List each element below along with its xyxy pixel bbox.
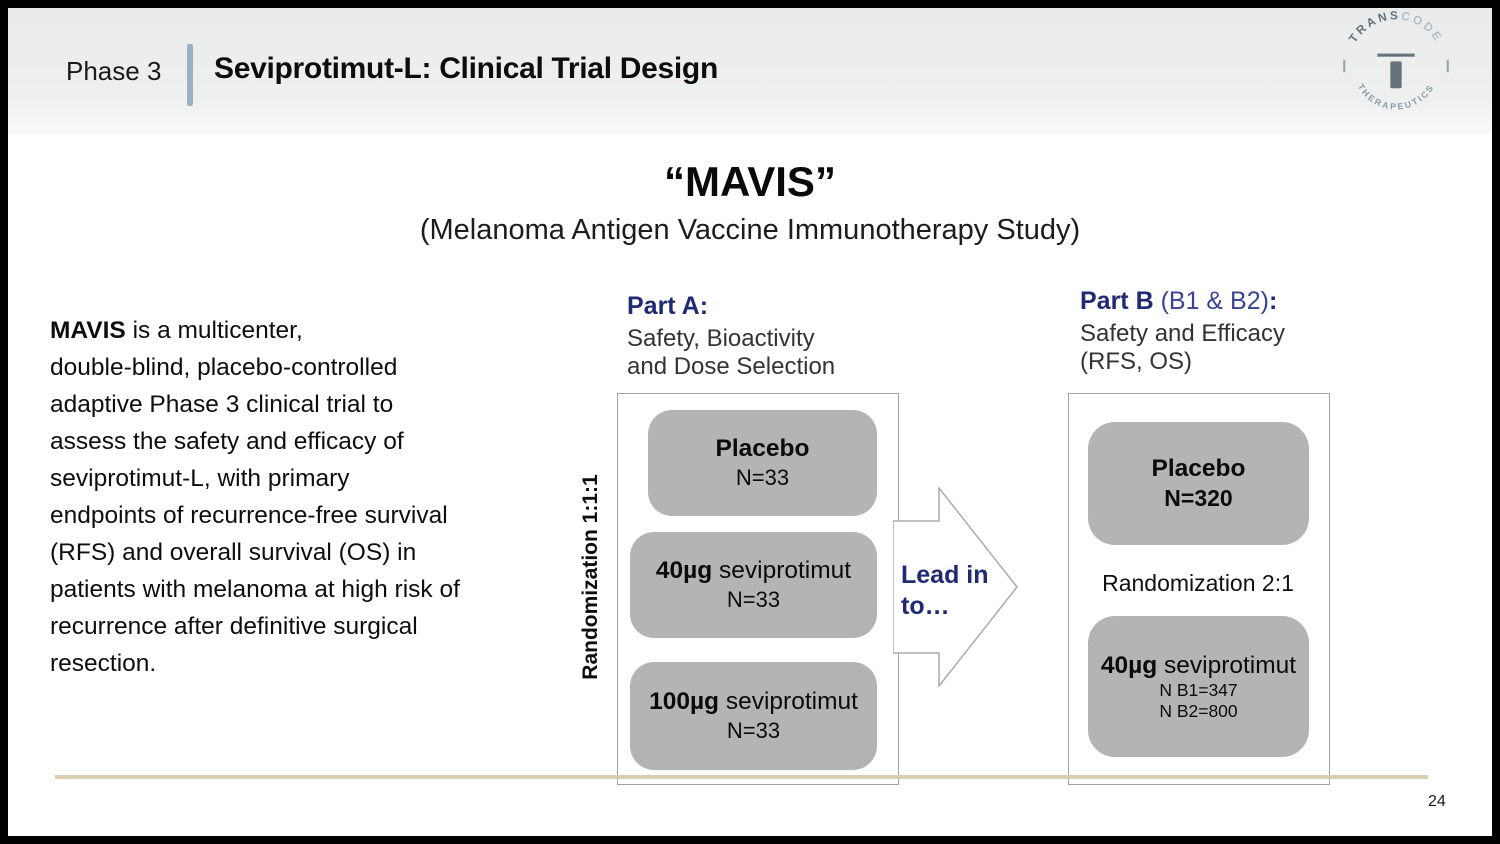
arm-n: N=33 <box>726 718 781 743</box>
transcode-logo: TRANSCODE THERAPEUTICS <box>1343 8 1449 112</box>
arm-40ug-part-b: 40µg seviprotimut N B1=347 N B2=800 <box>1088 616 1309 757</box>
description-line: seviprotimut-L, with primary <box>50 465 350 492</box>
page-title: Seviprotimut-L: Clinical Trial Design <box>214 52 718 85</box>
logo-t-crossbar <box>1377 53 1415 57</box>
arm-name: Placebo <box>1151 455 1246 482</box>
study-subtitle: (Melanoma Antigen Vaccine Immunotherapy … <box>419 214 1081 246</box>
part-b-header: Part B (B1 & B2): Safety and Efficacy (R… <box>1080 287 1285 376</box>
description-line: assess the safety and efficacy of <box>50 428 404 455</box>
arm-name: Placebo <box>715 435 810 462</box>
header-band <box>8 8 1492 134</box>
part-b-subheading-2: (RFS, OS) <box>1080 348 1192 375</box>
description-line: resection. <box>50 650 157 677</box>
description-line: patients with melanoma at high risk of <box>50 576 460 603</box>
phase-label: Phase 3 <box>66 56 162 86</box>
arm-name: 40µg seviprotimut <box>1100 651 1297 679</box>
part-a-subheading-2: and Dose Selection <box>627 353 836 380</box>
part-b-subheading-1: Safety and Efficacy <box>1080 320 1286 347</box>
arm-n: N=320 <box>1164 485 1233 511</box>
randomization-1-1-1-label: Randomization 1:1:1 <box>579 474 602 680</box>
header-divider <box>187 44 193 106</box>
arm-placebo-part-a: Placebo N=33 <box>648 410 877 516</box>
arm-40ug-part-a: 40µg seviprotimut N=33 <box>630 532 877 638</box>
arm-n-b2: N B2=800 <box>1159 700 1238 721</box>
logo-arc-top: TRANSCODE <box>1346 8 1446 45</box>
description-line: endpoints of recurrence-free survival <box>50 502 448 529</box>
part-a-heading: Part A: <box>627 292 709 320</box>
description-lead: MAVIS <box>50 317 126 344</box>
arm-placebo-part-b: Placebo N=320 <box>1088 422 1309 545</box>
part-a-subheading-1: Safety, Bioactivity <box>627 325 815 352</box>
arm-n-b1: N B1=347 <box>1159 679 1238 700</box>
arm-n: N=33 <box>726 587 781 612</box>
arm-name: 100µg seviprotimut <box>649 688 858 715</box>
arm-n: N=33 <box>735 465 790 490</box>
randomization-2-1-label: Randomization 2:1 <box>1102 570 1294 596</box>
study-description: MAVIS is a multicenter, double-blind, pl… <box>50 312 550 682</box>
description-line: MAVIS is a multicenter, <box>50 317 303 344</box>
description-line: (RFS) and overall survival (OS) in <box>50 539 417 566</box>
lead-in-label: Lead in to… <box>901 561 989 620</box>
part-b-heading: Part B (B1 & B2): <box>1080 287 1278 315</box>
description-line: adaptive Phase 3 clinical trial to <box>50 391 394 418</box>
lead-in-arrow <box>893 487 1018 687</box>
part-a-header: Part A: Safety, Bioactivity and Dose Sel… <box>627 292 835 381</box>
page-number: 24 <box>1428 793 1446 810</box>
arm-name: 40µg seviprotimut <box>655 557 852 584</box>
bottom-rule <box>55 775 1428 779</box>
arm-100ug-part-a: 100µg seviprotimut N=33 <box>630 662 877 770</box>
logo-t-stem <box>1390 61 1402 89</box>
description-line: recurrence after definitive surgical <box>50 613 418 640</box>
description-line: double-blind, placebo-controlled <box>50 354 398 381</box>
study-title: “MAVIS” <box>664 158 836 205</box>
